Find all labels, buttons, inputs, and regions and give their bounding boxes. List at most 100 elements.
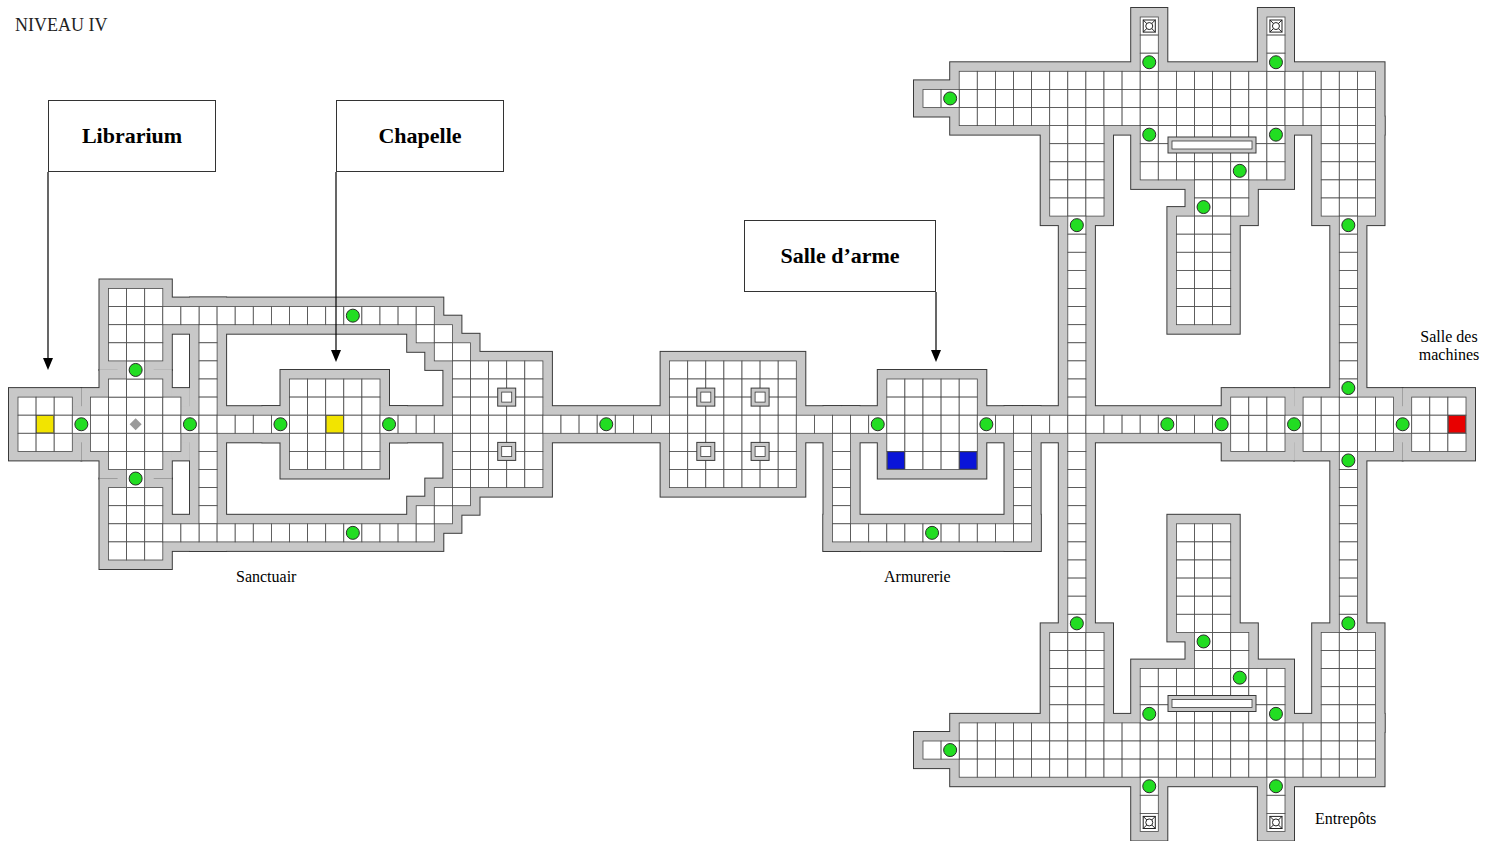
floor-cell xyxy=(199,524,217,542)
wall xyxy=(443,352,552,497)
floor-cell xyxy=(1321,759,1339,777)
floor-cell xyxy=(1140,71,1158,89)
floor-cell xyxy=(217,524,235,542)
area-label: Salle des machines xyxy=(1404,328,1494,365)
floor-cell xyxy=(290,524,308,542)
floor-cell xyxy=(1213,669,1231,687)
floor-cell xyxy=(1050,759,1068,777)
floor-cell xyxy=(145,433,163,451)
floor-cell xyxy=(652,415,670,433)
floor-cell xyxy=(1303,108,1321,126)
floor-cell xyxy=(1231,71,1249,89)
floor-cell xyxy=(778,470,796,488)
floor-cell xyxy=(1267,415,1285,433)
door xyxy=(1342,617,1355,630)
floor-cell xyxy=(199,451,217,469)
floor-cell xyxy=(1321,723,1339,741)
wall xyxy=(81,388,189,460)
floor-cell xyxy=(1086,651,1104,669)
floor-cell xyxy=(887,524,905,542)
floor-cell xyxy=(1122,723,1140,741)
floor-cell xyxy=(633,415,651,433)
floor-cell xyxy=(1050,162,1068,180)
floor-cell xyxy=(18,415,36,433)
floor-cell xyxy=(1014,524,1032,542)
floor-cell xyxy=(1050,180,1068,198)
leader-arrowhead xyxy=(43,358,53,370)
floor-cell xyxy=(1050,108,1068,126)
floor-cell xyxy=(923,397,941,415)
floor-cell xyxy=(1176,162,1194,180)
floor-cell xyxy=(1068,759,1086,777)
wall xyxy=(1167,207,1239,334)
floor-cell xyxy=(1357,759,1375,777)
wall-edge xyxy=(8,387,82,461)
floor-cell xyxy=(1068,361,1086,379)
floor-cell xyxy=(1032,89,1050,107)
floor-cell xyxy=(941,524,959,542)
floor-cell xyxy=(1068,723,1086,741)
floor-cell xyxy=(778,397,796,415)
floor-cell xyxy=(1303,741,1321,759)
floor-cell xyxy=(1104,415,1122,433)
floor-cell xyxy=(398,524,416,542)
floor-cell xyxy=(1267,687,1285,705)
floor-cell xyxy=(1068,741,1086,759)
floor-cell xyxy=(199,433,217,451)
floor-cell xyxy=(959,741,977,759)
floor-cell xyxy=(977,741,995,759)
floor-cell xyxy=(1140,741,1158,759)
door xyxy=(383,418,396,431)
floor-cell xyxy=(1068,596,1086,614)
floor-cell xyxy=(1032,71,1050,89)
floor-cell xyxy=(1195,180,1213,198)
floor-cell xyxy=(109,415,127,433)
floor-cell xyxy=(1231,397,1249,415)
wall-edges xyxy=(8,7,1476,841)
floor-cell xyxy=(199,361,217,379)
floor-cell xyxy=(525,433,543,451)
floor-cell xyxy=(1231,741,1249,759)
floor-cell xyxy=(1249,759,1267,777)
floor-cell xyxy=(253,307,271,325)
floor-cell xyxy=(1213,578,1231,596)
floor-cell xyxy=(1068,470,1086,488)
floor-cell xyxy=(1339,325,1357,343)
floor-cell xyxy=(452,415,470,433)
floor-cell xyxy=(959,415,977,433)
floor-cell xyxy=(36,397,54,415)
floor-cell xyxy=(905,433,923,451)
floor-cell xyxy=(1195,198,1213,216)
hatch-ring xyxy=(1272,23,1279,30)
floor-cell xyxy=(670,379,688,397)
floor-cell xyxy=(905,397,923,415)
floor-cell xyxy=(253,415,271,433)
floor-cell xyxy=(1086,144,1104,162)
wall-edge xyxy=(153,297,445,335)
floor-cell xyxy=(1068,289,1086,307)
hatch-frame xyxy=(1270,20,1282,32)
floor-cell xyxy=(1285,89,1303,107)
hatch-ring xyxy=(1146,23,1153,30)
floor-cell xyxy=(127,488,145,506)
floor-cell xyxy=(977,759,995,777)
floor-cell xyxy=(995,723,1013,741)
floor-cell xyxy=(995,108,1013,126)
floor-cell xyxy=(199,325,217,343)
floor-cell xyxy=(199,488,217,506)
floor-cell xyxy=(1176,560,1194,578)
door xyxy=(944,744,957,757)
floor-cell xyxy=(724,415,742,433)
wall-bar-core xyxy=(1172,141,1252,149)
floor-cell xyxy=(199,379,217,397)
floor-cell xyxy=(1068,307,1086,325)
floor-cell xyxy=(1321,632,1339,650)
floor-cell xyxy=(1195,289,1213,307)
floor-cell xyxy=(1231,198,1249,216)
floor-cell xyxy=(1068,270,1086,288)
floor-cell xyxy=(1285,108,1303,126)
wall xyxy=(1167,515,1239,642)
floor-cell xyxy=(1213,723,1231,741)
floor-cell xyxy=(1267,144,1285,162)
floor-cell xyxy=(1014,759,1032,777)
